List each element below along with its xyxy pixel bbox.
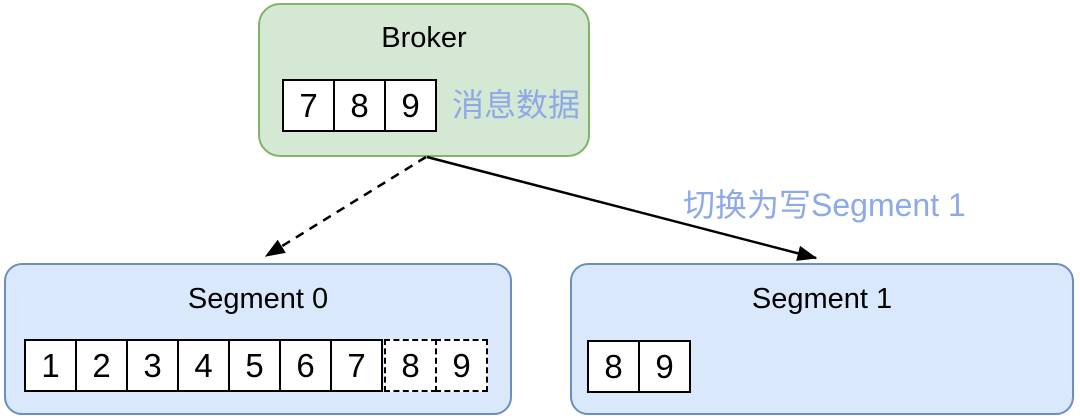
segment1-cell: 8 (587, 340, 640, 393)
broker-data-label: 消息数据 (452, 87, 581, 123)
segment0-box: Segment 0 1 2 3 4 5 6 7 8 9 (4, 263, 512, 415)
segment0-cell: 6 (279, 339, 332, 392)
broker-box: Broker 7 8 9 消息数据 (258, 3, 590, 157)
segment1-title: Segment 1 (751, 283, 893, 315)
segment1-box: Segment 1 8 9 (570, 263, 1074, 415)
segment0-cell-pending: 8 (384, 339, 437, 392)
segment0-cell: 4 (177, 339, 230, 392)
segment1-cell: 9 (638, 340, 691, 393)
segment0-cell: 2 (75, 339, 128, 392)
dashed-arrow-broker-to-segment0 (264, 155, 427, 258)
broker-title: Broker (381, 22, 467, 54)
segment0-cell-row: 1 2 3 4 5 6 7 8 9 (24, 339, 488, 392)
switch-segment-label: 切换为写Segment 1 (683, 187, 966, 223)
broker-cell-row: 7 8 9 (282, 79, 437, 132)
segment0-cell: 7 (330, 339, 383, 392)
broker-cell: 8 (333, 79, 386, 132)
segment0-title: Segment 0 (187, 283, 329, 315)
segment0-cell-pending: 9 (435, 339, 488, 392)
segment1-cell-row: 8 9 (587, 340, 691, 393)
segment0-cell: 5 (228, 339, 281, 392)
segment0-cell: 1 (24, 339, 77, 392)
broker-cell: 9 (384, 79, 437, 132)
segment0-cell: 3 (126, 339, 179, 392)
broker-cell: 7 (282, 79, 335, 132)
